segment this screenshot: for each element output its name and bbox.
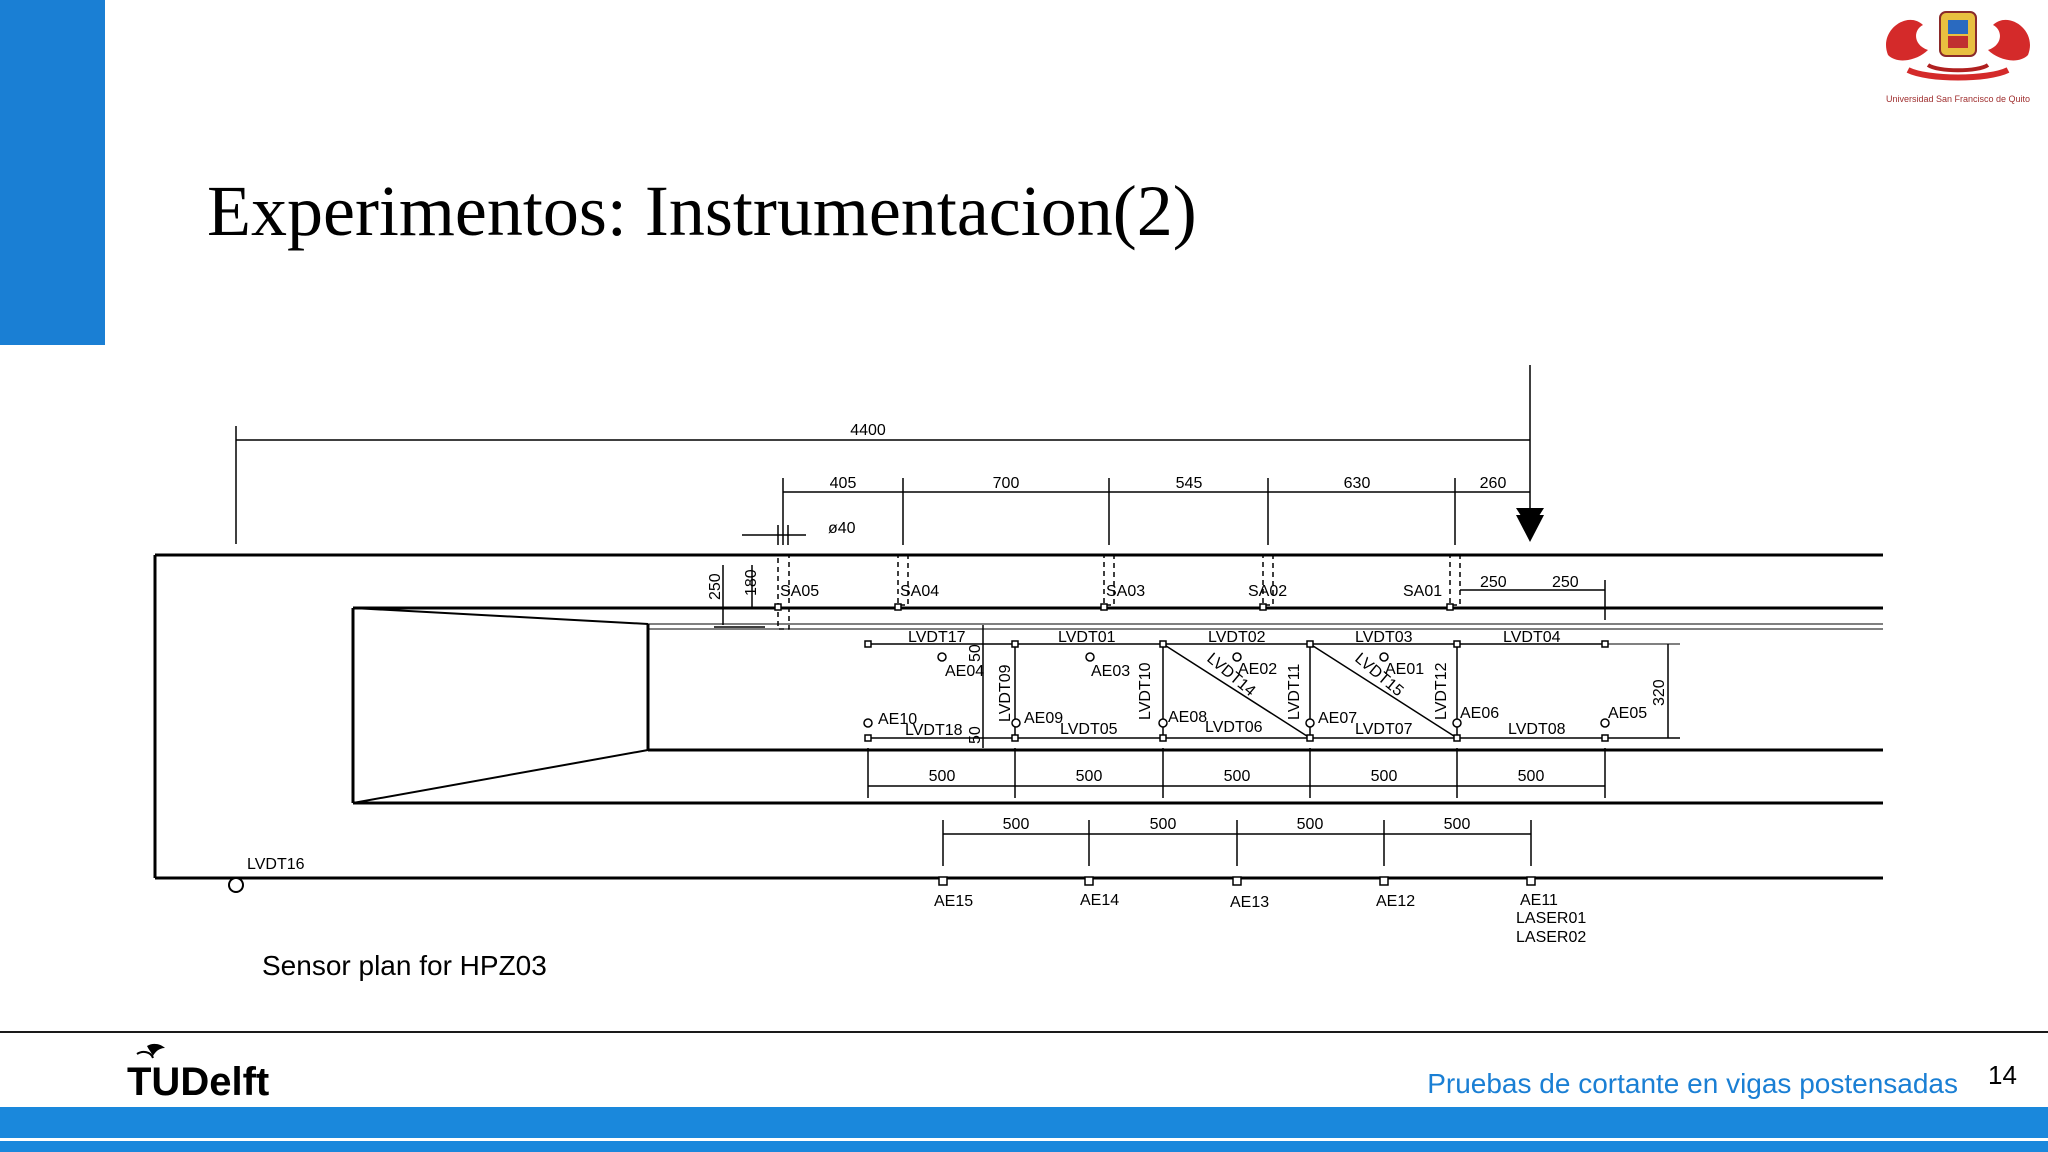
dim-180-left: 180 <box>743 569 760 596</box>
lvdt-label: LVDT16 <box>247 856 305 873</box>
lvdt-label: LVDT10 <box>1137 662 1154 720</box>
ae-label: AE13 <box>1230 894 1269 911</box>
ae-label: AE06 <box>1460 705 1499 722</box>
tudelft-logo: TUDelft <box>127 1043 269 1100</box>
dim-630: 630 <box>1344 475 1371 492</box>
dim-row2-4: 500 <box>1444 816 1471 833</box>
ae-label: AE10 <box>878 711 917 728</box>
dim-250-a: 250 <box>1480 574 1507 591</box>
dim-50-b: 50 <box>967 726 984 744</box>
dim-250-b: 250 <box>1552 574 1579 591</box>
dim-50-a: 50 <box>967 644 984 662</box>
lvdt-label: LVDT01 <box>1058 629 1116 646</box>
dim-row1-2: 500 <box>1076 768 1103 785</box>
dim-row1-4: 500 <box>1371 768 1398 785</box>
dim-700: 700 <box>993 475 1020 492</box>
dim-row1-5: 500 <box>1518 768 1545 785</box>
footer-presentation-title: Pruebas de cortante en vigas postensadas <box>1427 1068 1958 1099</box>
dim-260: 260 <box>1480 475 1507 492</box>
laser-label: LASER02 <box>1516 929 1586 946</box>
tudelft-logo-text: TUDelft <box>127 1060 269 1100</box>
lvdt-label: LVDT17 <box>908 629 966 646</box>
lvdt-label: LVDT06 <box>1205 719 1263 736</box>
sa-label: SA03 <box>1106 583 1145 600</box>
lvdt-label: LVDT11 <box>1286 664 1303 720</box>
sensor-plan-drawing: 4400 405 700 545 630 260 ø40 250 180 250… <box>153 365 1883 946</box>
lvdt-label: LVDT12 <box>1433 662 1450 720</box>
dim-320: 320 <box>1651 679 1668 706</box>
usfq-logo: Universidad San Francisco de Quito <box>1886 11 2030 104</box>
lvdt-label: LVDT18 <box>905 722 963 739</box>
dim-diameter: ø40 <box>828 520 856 537</box>
lvdt-label: LVDT03 <box>1355 629 1413 646</box>
lvdt-label: LVDT08 <box>1508 721 1566 738</box>
ae-label: AE15 <box>934 893 973 910</box>
ae-label: AE04 <box>945 663 984 680</box>
dim-4400: 4400 <box>850 422 886 439</box>
laser-label: LASER01 <box>1516 910 1586 927</box>
bottom-band <box>0 1107 2048 1138</box>
ae-label: AE07 <box>1318 710 1357 727</box>
dim-405: 405 <box>830 475 857 492</box>
lvdt-label: LVDT05 <box>1060 721 1118 738</box>
dim-250-left: 250 <box>707 573 724 600</box>
page-number: 14 <box>1988 1060 2017 1090</box>
ae-label: AE01 <box>1385 661 1424 678</box>
ae-label: AE02 <box>1238 661 1277 678</box>
bottom-band-thin <box>0 1141 2048 1152</box>
dim-545: 545 <box>1176 475 1203 492</box>
sa-label: SA05 <box>780 583 819 600</box>
ae-label: AE03 <box>1091 663 1130 680</box>
lvdt-label: LVDT07 <box>1355 721 1413 738</box>
dim-row2-2: 500 <box>1150 816 1177 833</box>
ae-label: AE08 <box>1168 709 1207 726</box>
lvdt-label: LVDT09 <box>997 664 1014 722</box>
ae-label: AE12 <box>1376 893 1415 910</box>
usfq-logo-text: Universidad San Francisco de Quito <box>1886 94 2030 104</box>
sa-label: SA02 <box>1248 583 1287 600</box>
figure-caption: Sensor plan for HPZ03 <box>262 950 547 981</box>
dim-row1-1: 500 <box>929 768 956 785</box>
ae-label: AE14 <box>1080 892 1119 909</box>
dim-row2-3: 500 <box>1297 816 1324 833</box>
ae-label: AE05 <box>1608 705 1647 722</box>
dim-row2-1: 500 <box>1003 816 1030 833</box>
sa-label: SA01 <box>1403 583 1442 600</box>
ae-label: AE11 <box>1520 892 1558 909</box>
accent-bar <box>0 0 105 345</box>
slide-title: Experimentos: Instrumentacion(2) <box>207 171 1197 251</box>
dim-row1-3: 500 <box>1224 768 1251 785</box>
ae-label: AE09 <box>1024 710 1063 727</box>
lvdt-label: LVDT02 <box>1208 629 1266 646</box>
lvdt-label: LVDT04 <box>1503 629 1561 646</box>
footer-divider <box>0 1031 2048 1033</box>
load-arrow-icon <box>1516 508 1544 542</box>
sa-label: SA04 <box>900 583 939 600</box>
